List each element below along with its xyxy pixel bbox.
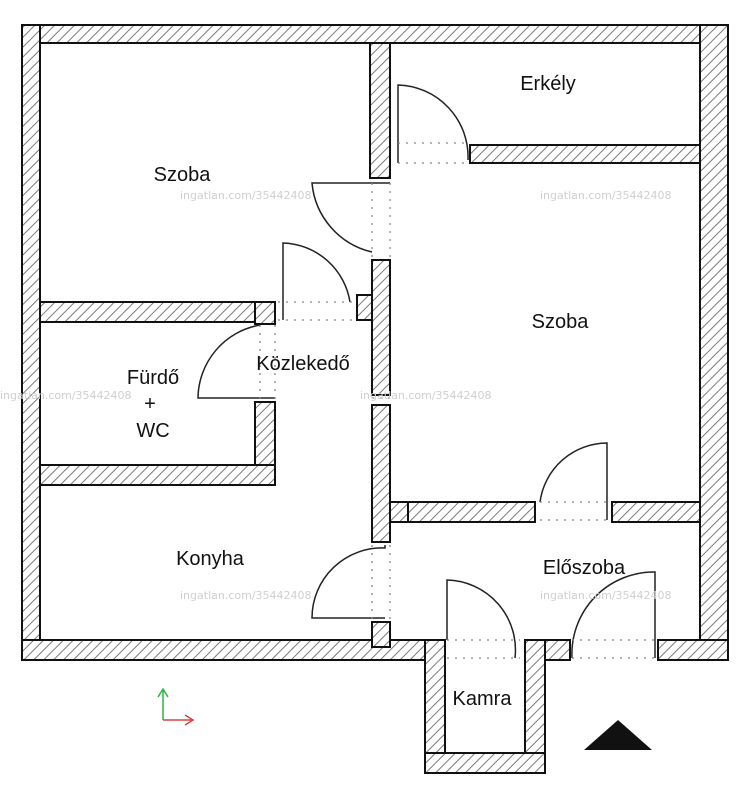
north-arrow-icon — [584, 720, 652, 750]
wall-szoba-south — [39, 301, 276, 323]
door-szoba-east — [539, 442, 608, 520]
wall-central-bottom — [371, 621, 391, 648]
wall-kitchen-north — [39, 464, 276, 486]
room-label-szoba-east: Szoba — [532, 311, 590, 333]
wall-west — [21, 24, 41, 661]
watermark-2: ingatlan.com/35442408 — [540, 189, 672, 202]
wall-balcony — [469, 144, 701, 164]
room-label-konyha: Konyha — [176, 548, 245, 570]
door-kozlekedo-north — [282, 242, 351, 320]
room-label-erkely: Erkély — [520, 73, 576, 95]
room-label-szoba-nw: Szoba — [154, 164, 212, 186]
wall-south-far-east — [657, 639, 729, 661]
room-label-kozlekedo: Közlekedő — [256, 353, 349, 375]
wall-nook — [356, 294, 373, 321]
wall-szoba-east-south-c — [611, 501, 701, 523]
watermark-3: ingatlan.com/35442408 — [0, 389, 132, 402]
door-konyha — [311, 545, 386, 619]
door-eloszoba-entry — [571, 571, 656, 659]
wall-kamra-south — [424, 752, 546, 774]
watermark-4: ingatlan.com/35442408 — [360, 389, 492, 402]
wall-north — [21, 24, 729, 44]
room-label-wc: WC — [136, 420, 169, 442]
watermark-6: ingatlan.com/35442408 — [540, 589, 672, 602]
room-label-furdo-plus: + — [144, 393, 156, 415]
room-label-eloszoba: Előszoba — [543, 557, 626, 579]
door-furdo — [197, 324, 275, 399]
axis-icon — [157, 687, 195, 726]
room-label-kamra: Kamra — [453, 688, 513, 710]
wall-east — [699, 24, 729, 661]
wall-szoba-east-south-a — [389, 501, 409, 523]
door-szoba-nw — [311, 182, 390, 253]
wall-central-low — [371, 404, 391, 543]
door-erkely — [397, 84, 469, 163]
watermarks: ingatlan.com/35442408 ingatlan.com/35442… — [0, 189, 672, 602]
wall-central-mid — [371, 259, 391, 396]
room-label-furdo: Fürdő — [127, 367, 179, 389]
walls — [21, 24, 729, 774]
wall-south-east — [544, 639, 571, 661]
wall-bath-east-top — [254, 301, 276, 325]
thresholds — [259, 142, 655, 659]
door-kamra — [446, 579, 517, 659]
room-labels: Szoba Erkély Szoba Fürdő + WC Közlekedő … — [127, 73, 626, 710]
wall-central-top — [369, 42, 391, 179]
watermark-5: ingatlan.com/35442408 — [180, 589, 312, 602]
wall-szoba-east-south-b — [407, 501, 536, 523]
doors — [197, 84, 656, 659]
watermark-1: ingatlan.com/35442408 — [180, 189, 312, 202]
